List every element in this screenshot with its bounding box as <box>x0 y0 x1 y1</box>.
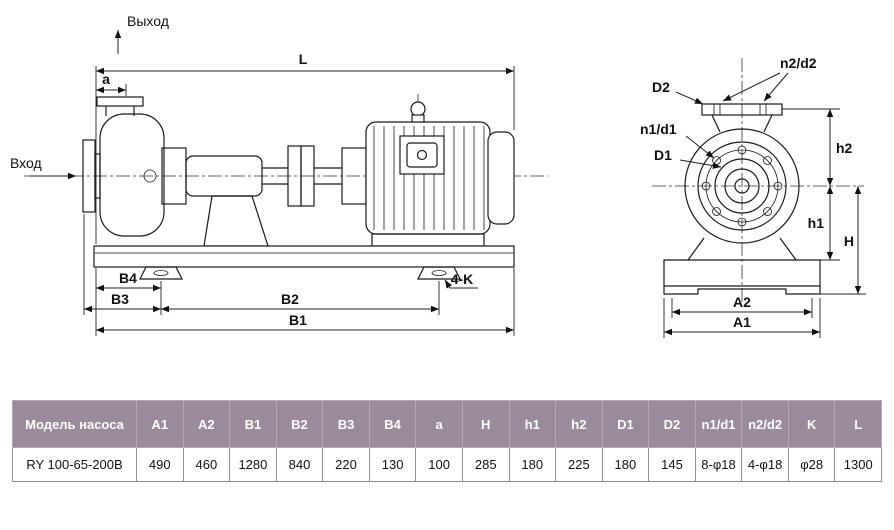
col-header-A1: A1 <box>136 400 184 448</box>
fan-cover <box>487 131 515 225</box>
cell-B3: 220 <box>322 447 370 482</box>
dim-label-L: L <box>299 51 308 67</box>
bolt-circle <box>705 149 779 223</box>
anchor-slot-right <box>431 270 447 276</box>
dim-label-n1d1: n1/d1 <box>640 121 677 137</box>
dim-label-a: a <box>102 71 110 87</box>
outlet-label: Выход <box>127 13 169 29</box>
discharge-flange <box>96 96 144 107</box>
cell-model: RY 100-65-200B <box>12 447 137 482</box>
cell-L: 1300 <box>834 447 882 482</box>
baseplate <box>93 245 515 268</box>
dim-label-4K: 4-K <box>451 271 474 287</box>
k-hole-leader <box>444 279 478 289</box>
bearing-support-foot <box>203 195 269 247</box>
cell-D2: 145 <box>648 447 696 482</box>
base-feet <box>663 286 821 295</box>
pedestal <box>663 237 821 287</box>
table-header-row: Модель насоса A1 A2 B1 B2 B3 B4 a H h1 h… <box>12 400 882 448</box>
dim-label-D2: D2 <box>652 79 670 95</box>
col-header-n2d2: n2/d2 <box>741 400 789 448</box>
dim-label-B1: B1 <box>289 312 307 328</box>
cell-D1: 180 <box>601 447 650 482</box>
dim-label-D1: D1 <box>654 147 672 163</box>
flow-annotations: Выход Вход <box>10 13 169 180</box>
drawing-canvas: Выход Вход L a B4 B3 B2 B1 4-K <box>10 13 866 338</box>
col-header-a: a <box>415 400 463 448</box>
pump-dimension-drawings: Выход Вход L a B4 B3 B2 B1 4-K <box>10 13 866 338</box>
col-header-h1: h1 <box>508 400 557 448</box>
anchor-pad-right <box>417 266 461 280</box>
cell-K: φ28 <box>787 447 836 482</box>
anchor-slot-left <box>153 270 169 276</box>
col-header-B2: B2 <box>275 400 324 448</box>
col-header-L: L <box>834 400 882 448</box>
col-header-model: Модель насоса <box>12 400 137 448</box>
cell-h2: 225 <box>555 447 603 482</box>
dim-label-h1: h1 <box>808 215 825 231</box>
pump-side-view <box>24 94 548 280</box>
dim-label-A1: A1 <box>733 314 751 330</box>
pump-volute <box>99 113 165 237</box>
side-view-dimensions: L a B4 B3 B2 B1 4-K <box>83 51 515 336</box>
dim-label-B3: B3 <box>111 291 129 307</box>
end-view-dimensions: D2 n2/d2 n1/d1 D1 h2 h1 H A2 A1 <box>640 55 866 338</box>
col-header-h2: h2 <box>555 400 603 448</box>
lifting-eyebolt-icon <box>410 101 426 117</box>
top-flange <box>701 103 783 116</box>
cell-B2: 840 <box>275 447 324 482</box>
coupling-half-motor <box>300 145 315 207</box>
col-header-B4: B4 <box>368 400 417 448</box>
dim-label-H: H <box>844 233 854 249</box>
spec-table: Модель насоса A1 A2 B1 B2 B3 B4 a H h1 h… <box>12 400 882 482</box>
casing-outer-circle <box>684 128 800 244</box>
bolt-holes <box>701 145 783 227</box>
anchor-pad-left <box>139 266 183 280</box>
col-header-D2: D2 <box>648 400 696 448</box>
cell-h1: 180 <box>508 447 557 482</box>
col-header-K: K <box>787 400 836 448</box>
cell-H: 285 <box>461 447 510 482</box>
cell-A2: 460 <box>182 447 231 482</box>
spec-table-section: Модель насоса A1 A2 B1 B2 B3 B4 a H h1 h… <box>0 394 894 482</box>
col-header-n1d1: n1/d1 <box>694 400 743 448</box>
col-header-B3: B3 <box>322 400 370 448</box>
col-header-A2: A2 <box>182 400 231 448</box>
dim-label-B4: B4 <box>119 270 137 286</box>
dim-label-A2: A2 <box>733 294 751 310</box>
cell-n2d2: 4-φ18 <box>741 447 789 482</box>
col-header-D1: D1 <box>601 400 650 448</box>
cell-a: 100 <box>415 447 463 482</box>
cell-n1d1: 8-φ18 <box>694 447 743 482</box>
dim-label-n2d2: n2/d2 <box>780 55 817 71</box>
pump-end-view <box>652 58 864 302</box>
col-header-H: H <box>461 400 510 448</box>
cell-B4: 130 <box>368 447 417 482</box>
cell-B1: 1280 <box>229 447 277 482</box>
motor-feet <box>371 233 485 247</box>
col-header-B1: B1 <box>229 400 277 448</box>
inlet-label: Вход <box>10 155 42 171</box>
table-row: RY 100-65-200B 490 460 1280 840 220 130 … <box>12 447 882 482</box>
cell-A1: 490 <box>136 447 184 482</box>
dim-label-h2: h2 <box>836 140 853 156</box>
dim-label-B2: B2 <box>281 291 299 307</box>
flange-circle <box>697 141 787 231</box>
shaft-center <box>143 169 157 183</box>
